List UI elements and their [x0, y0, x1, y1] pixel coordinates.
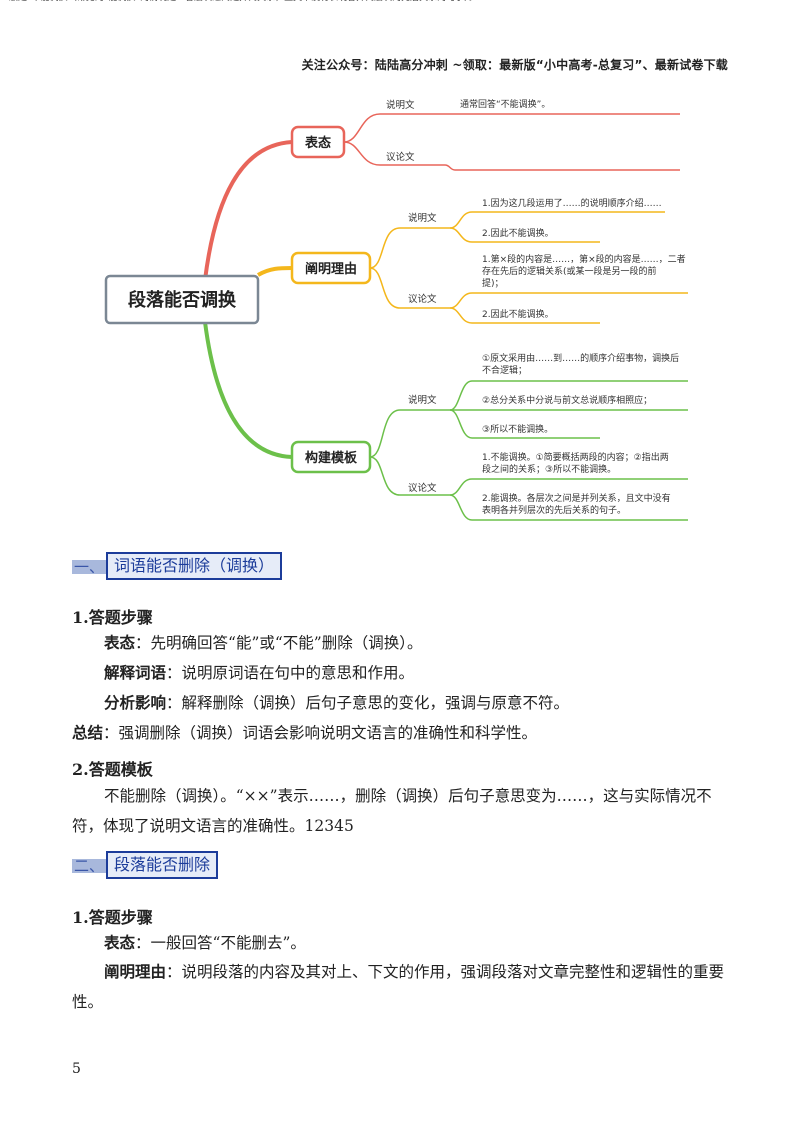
- branch-label-template: 构建模板: [305, 450, 358, 466]
- step-line-1: 表态：先明确回答“能”或“不能”删除（调换）。: [104, 633, 423, 652]
- page-number: 5: [72, 1061, 81, 1077]
- root-node: [104, 274, 260, 325]
- item-text: ③所以不能调换。: [482, 423, 553, 435]
- connector-red: [203, 140, 293, 281]
- sub-label: 说明文: [408, 212, 437, 224]
- sub-label: 议论文: [386, 151, 415, 163]
- connector-yellow: [256, 266, 293, 277]
- reason-paragraph: 阐明理由：说明段落的内容及其对上、下文的作用，强调段落对文章完整性和逻辑性的重要…: [72, 962, 725, 1011]
- section-heading-2: 二、 段落能否删除: [72, 851, 252, 881]
- item-text: 1.不能调换。①简要概括两段的内容；②指出两 段之间的关系；③所以不能调换。: [482, 451, 672, 475]
- item-text: ①原文采用由……到……的顺序介绍事物，调换后 不合逻辑；: [482, 352, 682, 376]
- steps-heading: 1.答题步骤: [72, 908, 153, 927]
- sub-label: 说明文: [386, 99, 415, 111]
- sub-label: 议论文: [408, 482, 437, 494]
- stance-line: 表态：一般回答“不能删去”。: [104, 933, 306, 952]
- steps-heading: 1.答题步骤: [72, 608, 153, 627]
- connector-green: [203, 321, 293, 459]
- section-title: 段落能否删除: [106, 851, 219, 879]
- item-text: 2.因此不能调换。: [482, 308, 554, 320]
- item-text: ②总分关系中分说与前文总说顺序相照应；: [482, 394, 652, 406]
- branch-label-stance: 表态: [304, 135, 331, 151]
- step-line-2: 解释词语：说明原词语在句中的意思和作用。: [104, 663, 415, 682]
- sub-label: 议论文: [408, 293, 437, 305]
- template-paragraph: 不能删除（调换）。“××”表示……，删除（调换）后句子意思变为……，这与实际情况…: [72, 787, 712, 835]
- branch-label-reason: 阐明理由: [305, 261, 357, 277]
- mind-map: 段落能否调换 表态 说明文 议论文 通常回答“不能调换”。 一般是“不能调换”（…: [0, 0, 689, 521]
- template-heading: 2.答题模板: [72, 760, 153, 779]
- section-number: 一、: [74, 558, 105, 576]
- item-text: 2.因此不能调换。: [482, 227, 554, 239]
- item-text: 2.能调换。各层次之间是并列关系，且文中没有 表明各并列层次的先后关系的句子。: [482, 492, 673, 516]
- item-text: 1.第×段的内容是……，第×段的内容是……，二者 存在先后的逻辑关系(或某一段是…: [482, 253, 689, 289]
- section-heading-1: 一、 词语能否删除（调换）: [72, 552, 292, 582]
- item-text: 通常回答“不能调换”。: [460, 98, 550, 110]
- root-label: 段落能否调换: [128, 289, 237, 311]
- section-number: 二、: [74, 857, 105, 875]
- item-text: 1.因为这几段运用了……的说明顺序介绍……: [482, 197, 662, 209]
- page-header: 关注公众号：陆陆高分冲刺 ~领取：最新版“小中高考-总复习”、最新试卷下载: [301, 58, 728, 72]
- summary-line: 总结：强调删除（调换）词语会影响说明文语言的准确性和科学性。: [72, 723, 538, 742]
- section-title: 词语能否删除（调换）: [106, 552, 283, 580]
- sub-label: 说明文: [408, 394, 437, 406]
- item-text: 一般是“不能调换”（常见的“能调换”的情况是：各层次之间是并列关系，且文中没有表…: [0, 0, 478, 3]
- step-line-3: 分析影响：解释删除（调换）后句子意思的变化，强调与原意不符。: [104, 693, 570, 712]
